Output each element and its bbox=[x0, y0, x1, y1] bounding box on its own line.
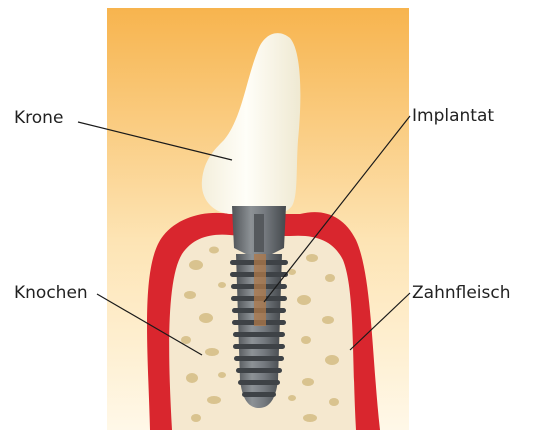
label-crown: Krone bbox=[14, 110, 63, 127]
label-bone: Knochen bbox=[14, 285, 88, 302]
label-implant: Implantat bbox=[412, 108, 494, 125]
label-gum: Zahnfleisch bbox=[412, 285, 510, 302]
implant-inner-screw bbox=[254, 254, 266, 326]
abutment-slot bbox=[254, 214, 264, 252]
